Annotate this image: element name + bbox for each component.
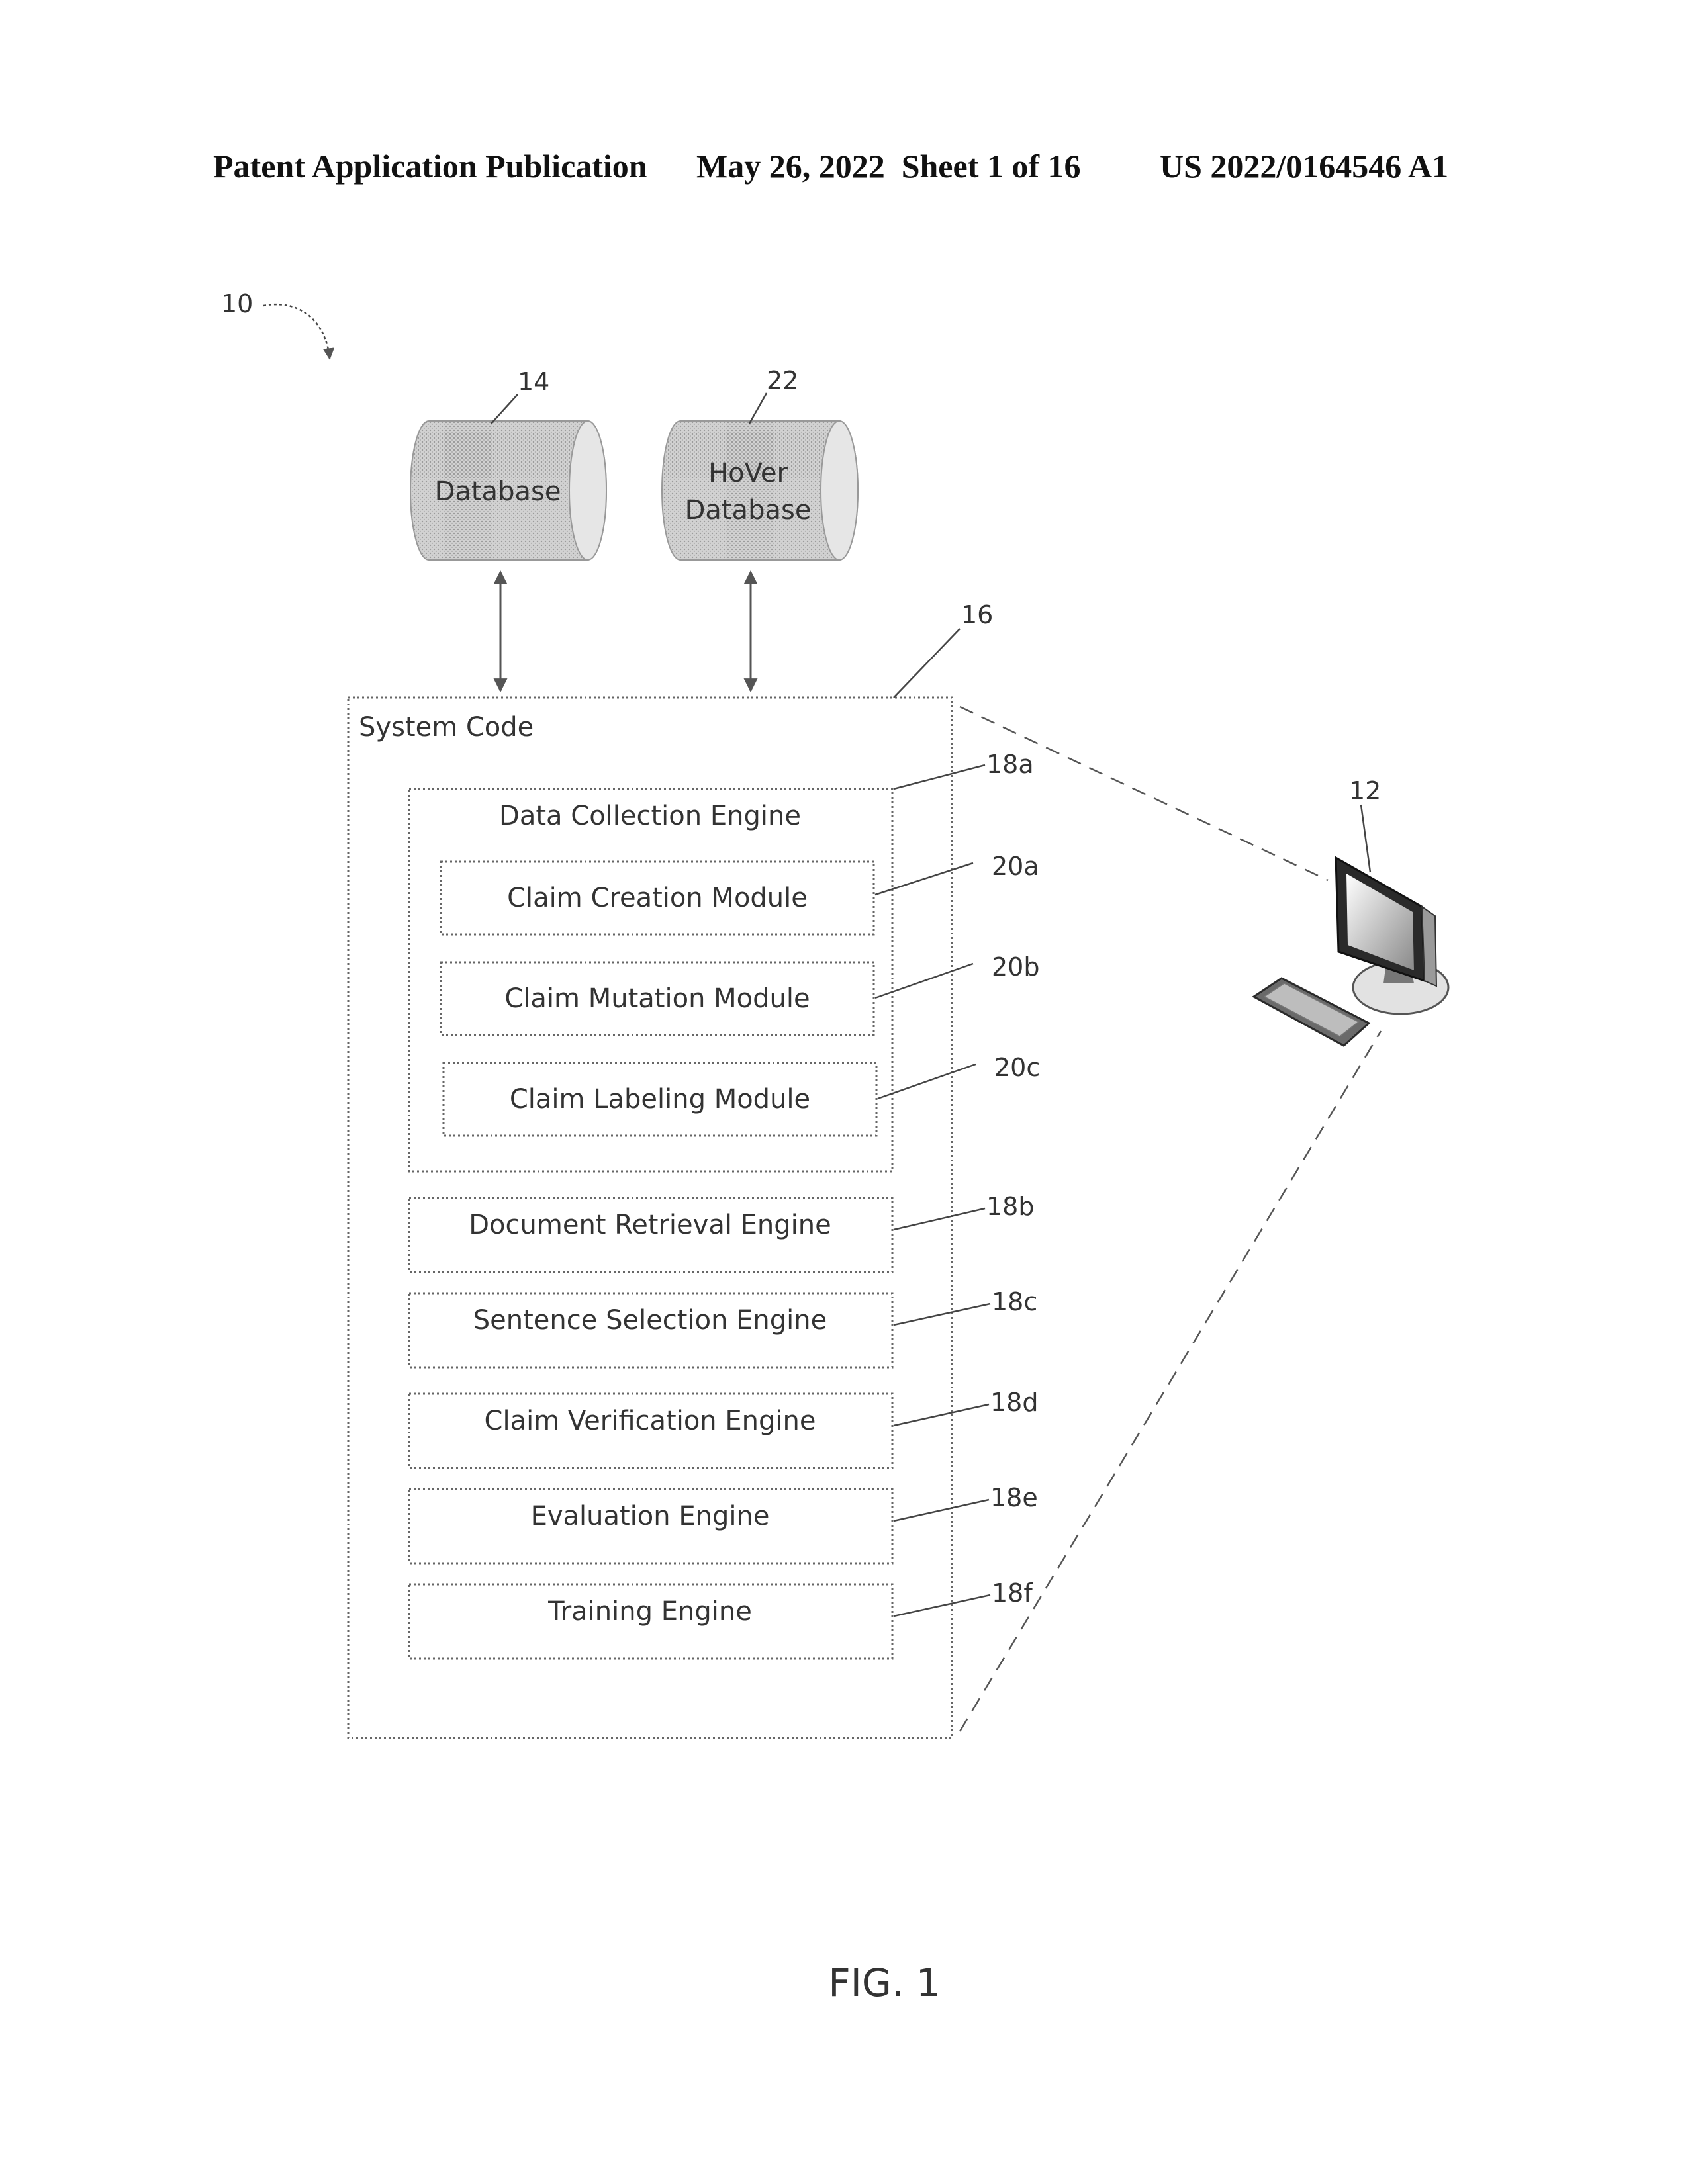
claim-creation-module-label: Claim Creation Module (507, 883, 808, 913)
claim-verification-engine-label: Claim Verification Engine (485, 1406, 816, 1436)
ref-system: 10 (221, 289, 253, 318)
ref-evaluation-engine: 18e (990, 1483, 1038, 1512)
system-code-label: System Code (359, 712, 534, 743)
claim-labeling-module-label: Claim Labeling Module (510, 1084, 810, 1115)
ref-claim-mutation-module: 20b (992, 952, 1039, 981)
header-publication: Patent Application Publication (213, 148, 647, 185)
data-collection-engine-label: Data Collection Engine (499, 801, 801, 831)
ref-database-leader (491, 394, 518, 424)
ref-claim-verification-engine: 18d (990, 1388, 1038, 1417)
ref-claim-creation-module: 20a (992, 852, 1039, 881)
database-cylinder: Database (410, 421, 606, 560)
ref-computer-leader (1361, 805, 1370, 872)
monitor-side (1422, 907, 1436, 986)
ref-hover-database-leader (749, 393, 767, 424)
hover-database-label-line1: HoVer (708, 458, 788, 488)
figure-label: FIG. 1 (828, 1960, 940, 2005)
ref-document-retrieval-engine: 18b (986, 1192, 1034, 1221)
ref-database: 14 (518, 367, 549, 396)
ref-sentence-selection-engine: 18c (992, 1287, 1037, 1316)
ref-system-code: 16 (961, 600, 993, 629)
ref-hover-database: 22 (767, 366, 798, 395)
database-label: Database (435, 477, 561, 507)
claim-mutation-module-label: Claim Mutation Module (504, 983, 810, 1014)
ref-training-engine: 18f (992, 1578, 1033, 1608)
hover-database-cylinder: HoVer Database (662, 421, 858, 560)
header-date-sheet: May 26, 2022 Sheet 1 of 16 (696, 148, 1081, 185)
view-line-bottom (960, 1031, 1381, 1731)
ref-system-arrow (263, 304, 330, 359)
computer-illustration (1254, 858, 1448, 1046)
ref-data-collection-engine: 18a (986, 750, 1034, 779)
header-patent-number: US 2022/0164546 A1 (1160, 148, 1448, 185)
sentence-selection-engine-label: Sentence Selection Engine (473, 1305, 827, 1336)
hover-database-label-line2: Database (685, 495, 812, 525)
document-retrieval-engine-label: Document Retrieval Engine (469, 1210, 831, 1240)
training-engine-label: Training Engine (547, 1596, 752, 1627)
ref-claim-labeling-module: 20c (994, 1053, 1040, 1082)
evaluation-engine-label: Evaluation Engine (531, 1501, 770, 1531)
ref-computer: 12 (1349, 776, 1381, 805)
ref-system-code-leader (894, 629, 960, 698)
